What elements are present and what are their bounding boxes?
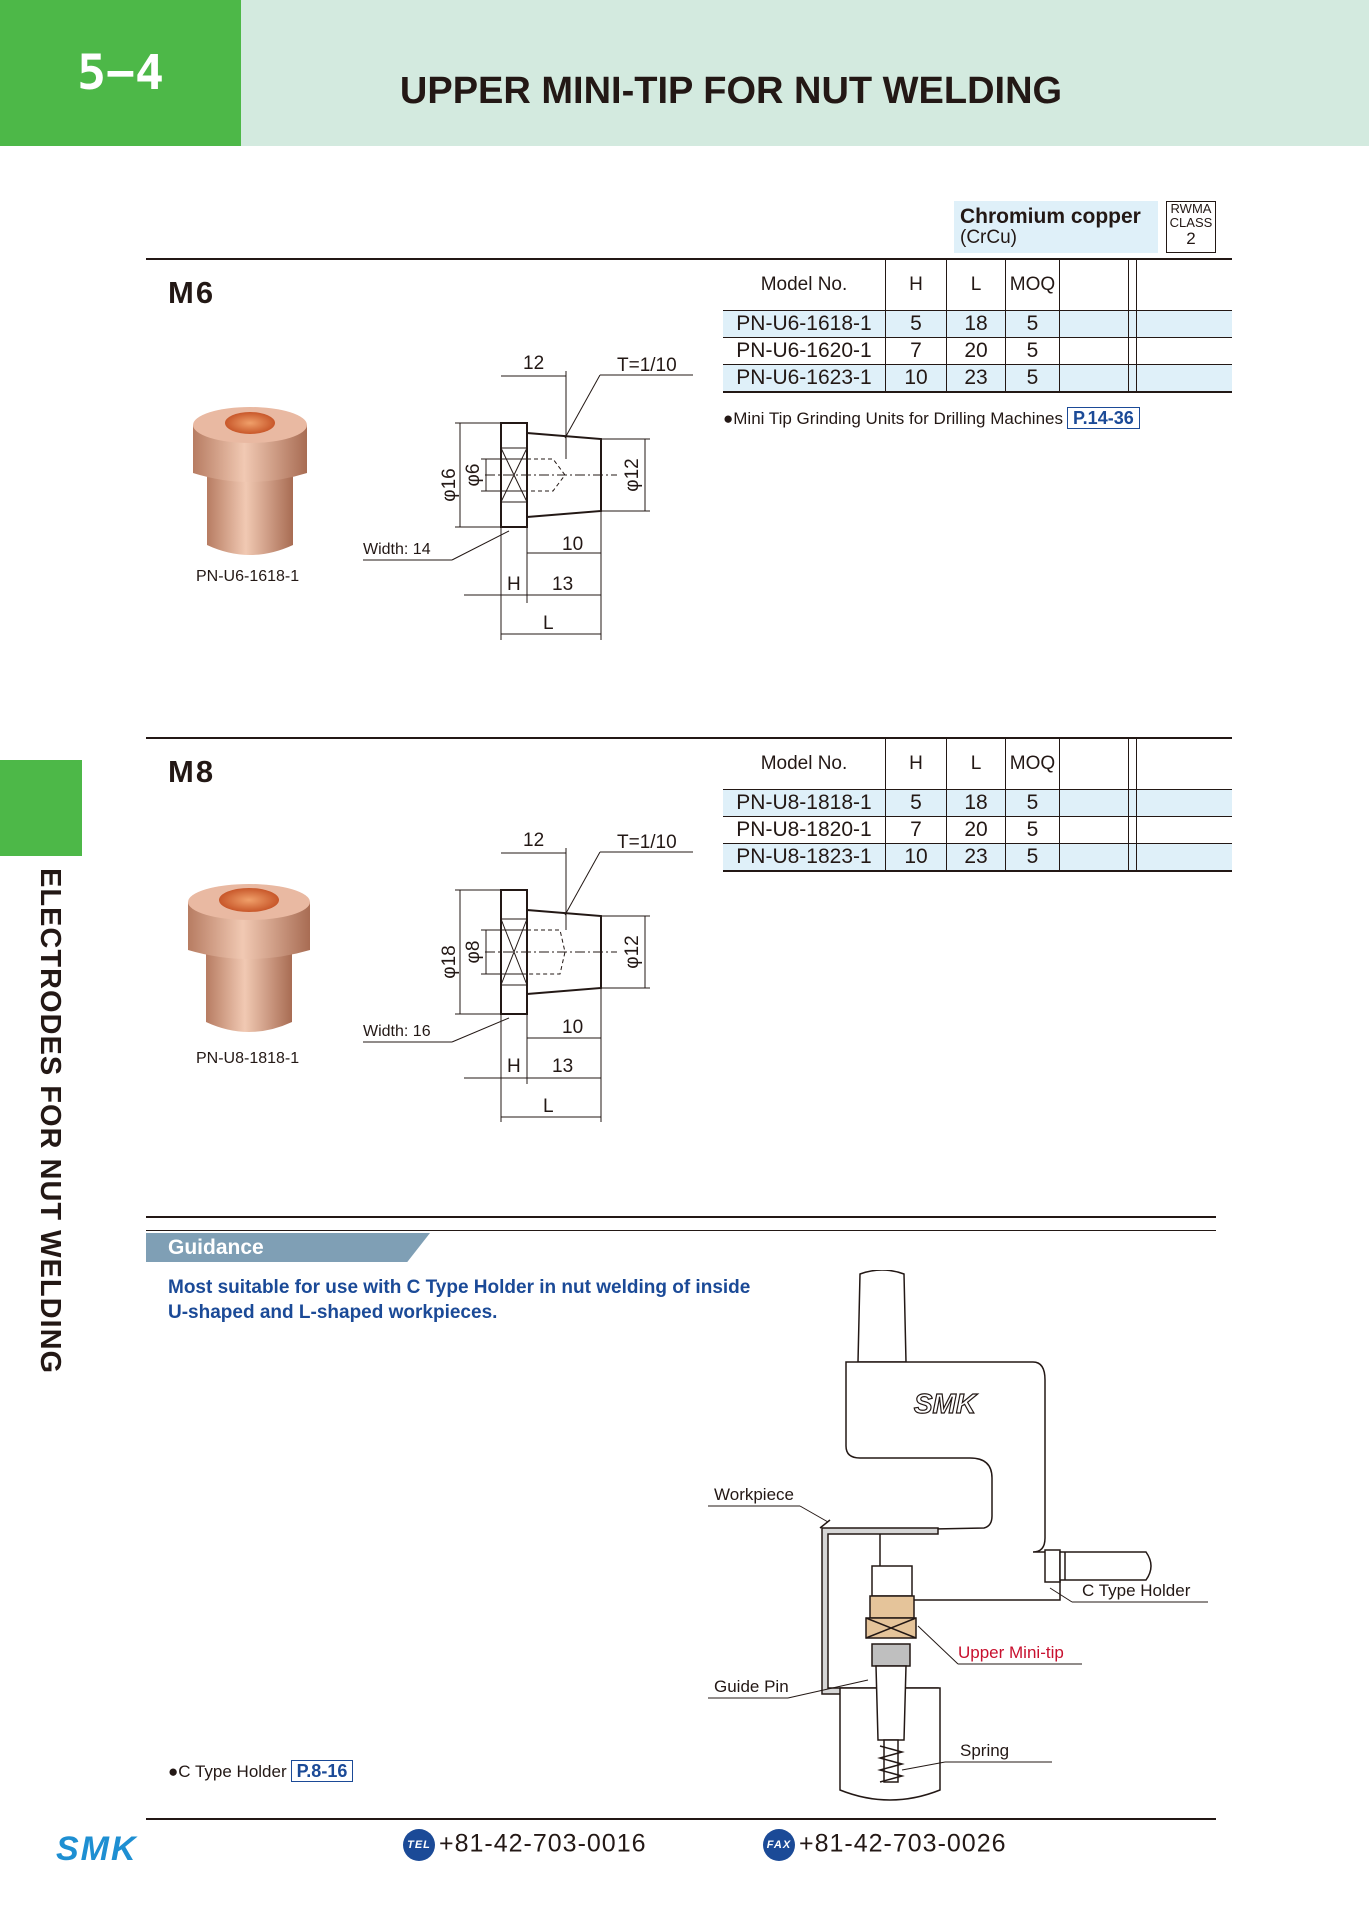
m8-title: M8 bbox=[168, 754, 216, 789]
m8-dim-10: 10 bbox=[562, 1017, 583, 1038]
material-name: Chromium copper bbox=[960, 205, 1141, 228]
m8-dimension-labels: 12 T=1/10 10 13 H L Width: 16 φ18 φ8 φ12 bbox=[363, 830, 677, 1117]
table-row: PN-U8-1820-1 7 20 5 bbox=[723, 816, 1232, 844]
footer-divider bbox=[146, 1818, 1216, 1820]
m6-photo-caption: PN-U6-1618-1 bbox=[196, 568, 300, 585]
table-row: PN-U6-1620-1 7 20 5 bbox=[723, 337, 1232, 365]
page-ref-link[interactable]: P.14-36 bbox=[1067, 407, 1140, 429]
m6-dim-top: 12 bbox=[523, 353, 544, 374]
m6-dim-l: L bbox=[543, 613, 554, 634]
m6-spec-table: Model No. H L MOQ PN-U6-1618-1 5 18 5 PN… bbox=[723, 258, 1232, 393]
m6-dim-10: 10 bbox=[562, 534, 583, 555]
guidance-label-bar bbox=[146, 1233, 430, 1262]
label-upper-mini-tip: Upper Mini-tip bbox=[958, 1643, 1064, 1662]
section-divider bbox=[146, 258, 1216, 260]
m6-dim-outer-dia: φ16 bbox=[439, 468, 460, 501]
m8-dim-bore-dia: φ8 bbox=[463, 941, 484, 964]
page-ref-link[interactable]: P.8-16 bbox=[290, 1760, 354, 1782]
col-header-l: L bbox=[946, 738, 1006, 790]
diagram-labels: Workpiece C Type Holder Upper Mini-tip G… bbox=[714, 1485, 1191, 1760]
guidance-text: Most suitable for use with C Type Holder… bbox=[168, 1277, 751, 1323]
m6-dim-h: H bbox=[507, 574, 521, 595]
col-header-h: H bbox=[885, 738, 947, 790]
table-row: PN-U8-1818-1 5 18 5 bbox=[723, 789, 1232, 817]
m8-dim-width: Width: 16 bbox=[363, 1023, 431, 1040]
footer-logo: SMK bbox=[56, 1830, 138, 1868]
rwma-label: RWMA bbox=[1170, 201, 1212, 216]
m6-dimension-drawing: 12 T=1/10 10 13 H L Width: 14 φ16 φ6 φ12 bbox=[363, 353, 693, 640]
table-row: PN-U6-1623-1 10 23 5 bbox=[723, 364, 1232, 392]
m8-dim-h: H bbox=[507, 1056, 521, 1077]
m8-dim-tip-dia: φ12 bbox=[622, 935, 643, 968]
col-header-moq: MOQ bbox=[1005, 259, 1060, 311]
m8-tip-photo bbox=[188, 884, 310, 1032]
m8-dim-13: 13 bbox=[552, 1056, 573, 1077]
label-guide-pin: Guide Pin bbox=[714, 1677, 789, 1696]
side-tab-label: ELECTRODES FOR NUT WELDING bbox=[34, 868, 66, 1375]
m6-dim-bore-dia: φ6 bbox=[463, 464, 484, 487]
label-spring: Spring bbox=[960, 1741, 1009, 1760]
rwma-class-box: RWMA CLASS 2 bbox=[1166, 201, 1216, 253]
m8-dim-l: L bbox=[543, 1096, 554, 1117]
page-title: UPPER MINI-TIP FOR NUT WELDING bbox=[399, 70, 1063, 112]
m8-dim-taper: T=1/10 bbox=[617, 832, 677, 853]
label-c-type-holder: C Type Holder bbox=[1082, 1581, 1191, 1600]
section-number: 5−4 bbox=[0, 0, 241, 146]
m6-grinding-note-text: ●Mini Tip Grinding Units for Drilling Ma… bbox=[723, 409, 1063, 428]
section-divider bbox=[146, 1216, 1216, 1218]
label-workpiece: Workpiece bbox=[714, 1485, 794, 1504]
guidance-thin-rule bbox=[146, 1230, 1216, 1231]
footer-phone: TEL+81-42-703-0016 bbox=[403, 1829, 647, 1861]
material-box bbox=[954, 201, 1158, 253]
m6-title: M6 bbox=[168, 275, 216, 310]
rwma-class-label: CLASS bbox=[1169, 215, 1213, 230]
footer-fax: FAX+81-42-703-0026 bbox=[763, 1829, 1007, 1861]
col-header-model: Model No. bbox=[760, 753, 848, 774]
m6-dimension-labels: 12 T=1/10 10 13 H L Width: 14 φ16 φ6 φ12 bbox=[363, 353, 677, 634]
fax-icon: FAX bbox=[763, 1829, 795, 1861]
col-header-h: H bbox=[885, 259, 947, 311]
tel-icon: TEL bbox=[403, 1829, 435, 1861]
m6-grinding-note: ●Mini Tip Grinding Units for Drilling Ma… bbox=[723, 407, 1140, 429]
m8-dimension-drawing: 12 T=1/10 10 13 H L Width: 16 φ18 φ8 φ12 bbox=[363, 830, 693, 1122]
holder-brand-logo: SMK bbox=[914, 1388, 978, 1419]
m8-dim-top: 12 bbox=[523, 830, 544, 851]
m6-dim-width: Width: 14 bbox=[363, 541, 431, 558]
col-header-model: Model No. bbox=[760, 274, 848, 295]
m8-dim-outer-dia: φ18 bbox=[439, 945, 460, 978]
m6-dim-taper: T=1/10 bbox=[617, 355, 677, 376]
col-header-l: L bbox=[946, 259, 1006, 311]
m6-dim-13: 13 bbox=[552, 574, 573, 595]
c-holder-note-text: ●C Type Holder bbox=[168, 1762, 287, 1781]
guidance-label: Guidance bbox=[168, 1236, 264, 1259]
phone-number: +81-42-703-0016 bbox=[439, 1829, 647, 1858]
c-holder-diagram: SMK Workpiece C Type Holder Upper Mini-t… bbox=[708, 1270, 1208, 1801]
side-tab-marker bbox=[0, 760, 82, 856]
header-band bbox=[241, 0, 1369, 146]
rwma-class-number: 2 bbox=[1186, 229, 1196, 248]
material-code: (CrCu) bbox=[960, 227, 1017, 248]
table-row: PN-U8-1823-1 10 23 5 bbox=[723, 843, 1232, 871]
table-row: PN-U6-1618-1 5 18 5 bbox=[723, 310, 1232, 338]
m6-dim-tip-dia: φ12 bbox=[622, 458, 643, 491]
fax-number: +81-42-703-0026 bbox=[799, 1829, 1007, 1858]
m6-tip-photo bbox=[193, 407, 307, 555]
section-divider bbox=[146, 737, 1216, 739]
col-header-moq: MOQ bbox=[1005, 738, 1060, 790]
m8-photo-caption: PN-U8-1818-1 bbox=[196, 1050, 300, 1067]
m8-spec-table: Model No. H L MOQ PN-U8-1818-1 5 18 5 PN… bbox=[723, 737, 1232, 872]
